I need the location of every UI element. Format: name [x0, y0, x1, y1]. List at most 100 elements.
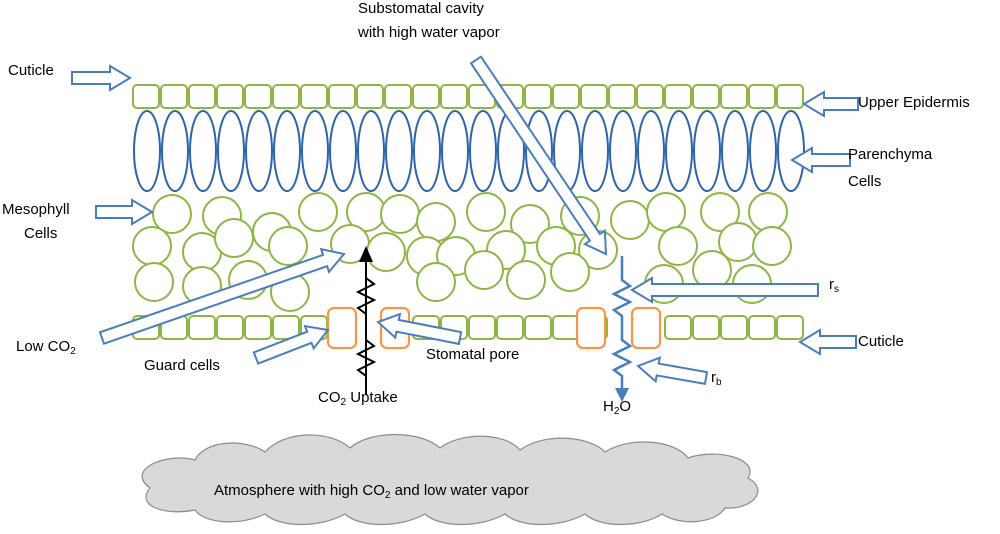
lower-epidermis-cell	[188, 315, 216, 340]
mesophyll-cell	[610, 200, 650, 240]
rs-subscript: s	[834, 284, 839, 295]
mesophyll-cell	[466, 192, 506, 232]
parenchyma-cell	[749, 110, 777, 192]
mesophyll-cell	[152, 194, 192, 234]
rb-text: r	[711, 369, 716, 386]
cuticle-top-label: Cuticle	[8, 62, 54, 79]
co2-uptake-text: CO	[318, 389, 341, 406]
atmosphere-cloud-shape	[141, 434, 759, 526]
upper-epidermis-cell	[188, 84, 216, 109]
upper-epidermis-cell	[720, 84, 748, 109]
upper-epidermis-cell	[384, 84, 412, 109]
h2o-subscript: 2	[613, 406, 620, 417]
mesophyll-cell	[366, 232, 406, 272]
upper-epidermis-cell	[580, 84, 608, 109]
co2-uptake-subscript: 2	[340, 397, 347, 408]
h2o-text: H	[603, 398, 614, 415]
rs-text: r	[829, 276, 834, 293]
parenchyma-cell	[637, 110, 665, 192]
resistance-zigzags	[355, 246, 633, 402]
rs-label: rs	[829, 272, 839, 298]
upper-epidermis-cell	[440, 84, 468, 109]
rb-subscript: b	[716, 377, 722, 388]
h2o-resistance-zigzag	[611, 256, 633, 390]
mesophyll-cell	[646, 192, 686, 232]
upper-epidermis-cell	[244, 84, 272, 109]
h2o-suffix: O	[619, 398, 632, 415]
rb-arrow	[636, 356, 709, 386]
co2-uptake-arrowhead	[359, 246, 373, 262]
mesophyll-cell	[506, 260, 546, 300]
label-arrows	[71, 55, 859, 386]
lower-epidermis-cell	[720, 315, 748, 340]
parenchyma-cell	[665, 110, 693, 192]
co2-uptake-label: CO2 Uptake	[318, 385, 398, 411]
stomatal-pore-arrow	[376, 312, 463, 346]
mesophyll-cell	[748, 192, 788, 232]
co2-resistance-zigzag	[355, 262, 377, 395]
upper-epidermis-cell	[776, 84, 804, 109]
parenchyma-cell	[777, 110, 805, 192]
upper-epidermis-cell	[692, 84, 720, 109]
parenchyma-cell	[441, 110, 469, 192]
parenchyma-cell	[721, 110, 749, 192]
upper-epidermis-cell	[328, 84, 356, 109]
atmosphere-cloud	[141, 434, 759, 526]
mesophyll-cell	[510, 204, 550, 244]
mesophyll-cell	[134, 262, 174, 302]
lower-epidermis-cell	[692, 315, 720, 340]
parenchyma-cell	[217, 110, 245, 192]
atmosphere-text: Atmosphere with high CO	[214, 482, 385, 499]
guard-cells-arrow	[252, 324, 330, 365]
upper-epidermis-cell	[216, 84, 244, 109]
co2-uptake-suffix: Uptake	[346, 389, 398, 406]
parenchyma-cell	[161, 110, 189, 192]
mesophyll-cell	[658, 226, 698, 266]
lower-epidermis-cell	[748, 315, 776, 340]
mesophyll-cell	[550, 252, 590, 292]
guard-cells	[326, 306, 662, 350]
lower-epidermis-cell	[776, 315, 804, 340]
stomatal-pore-label: Stomatal pore	[426, 346, 520, 363]
parenchyma-cell	[301, 110, 329, 192]
lower-epidermis-cell	[664, 315, 692, 340]
atmosphere-suffix: and low water vapor	[390, 482, 529, 499]
upper-epidermis-cell	[524, 84, 552, 109]
parenchyma-cell	[133, 110, 161, 192]
substomatal-cavity-arrow	[469, 55, 608, 256]
upper-cuticle-cell-row	[132, 84, 804, 109]
parenchyma-cell	[469, 110, 497, 192]
lower-epidermis-cell	[216, 315, 244, 340]
parenchyma-cell	[245, 110, 273, 192]
mesophyll-cell	[416, 202, 456, 242]
mesophyll-cell	[214, 218, 254, 258]
low-co2-label: Low CO2	[16, 334, 76, 360]
upper-epidermis-cell	[636, 84, 664, 109]
low-co2-text: Low CO	[16, 338, 71, 355]
substomatal-cavity-label-line1: Substomatal cavity	[358, 0, 484, 17]
upper-epidermis-cell	[300, 84, 328, 109]
h2o-arrowhead	[615, 388, 629, 402]
upper-epidermis-cell	[748, 84, 776, 109]
mesophyll-cell	[298, 192, 338, 232]
lower-epidermis-cell	[524, 315, 552, 340]
low-co2-subscript: 2	[70, 346, 76, 357]
guard-cell	[575, 306, 607, 350]
mesophyll-cell	[700, 192, 740, 232]
mesophyll-cell	[752, 226, 792, 266]
cuticle-bottom-arrow	[798, 328, 857, 356]
parenchyma-cell	[693, 110, 721, 192]
cuticle-bottom-label: Cuticle	[858, 333, 904, 350]
guard-cell	[326, 306, 358, 350]
low-co2-arrow	[98, 247, 346, 345]
parenchyma-cell-row	[133, 110, 805, 192]
upper-epidermis-cell	[132, 84, 160, 109]
upper-epidermis-cell	[412, 84, 440, 109]
upper-epidermis-cell	[552, 84, 580, 109]
mesophyll-cell	[464, 250, 504, 290]
parenchyma-cells-label-line2: Cells	[848, 173, 882, 190]
parenchyma-cell	[273, 110, 301, 192]
upper-epidermis-arrow	[802, 90, 859, 118]
